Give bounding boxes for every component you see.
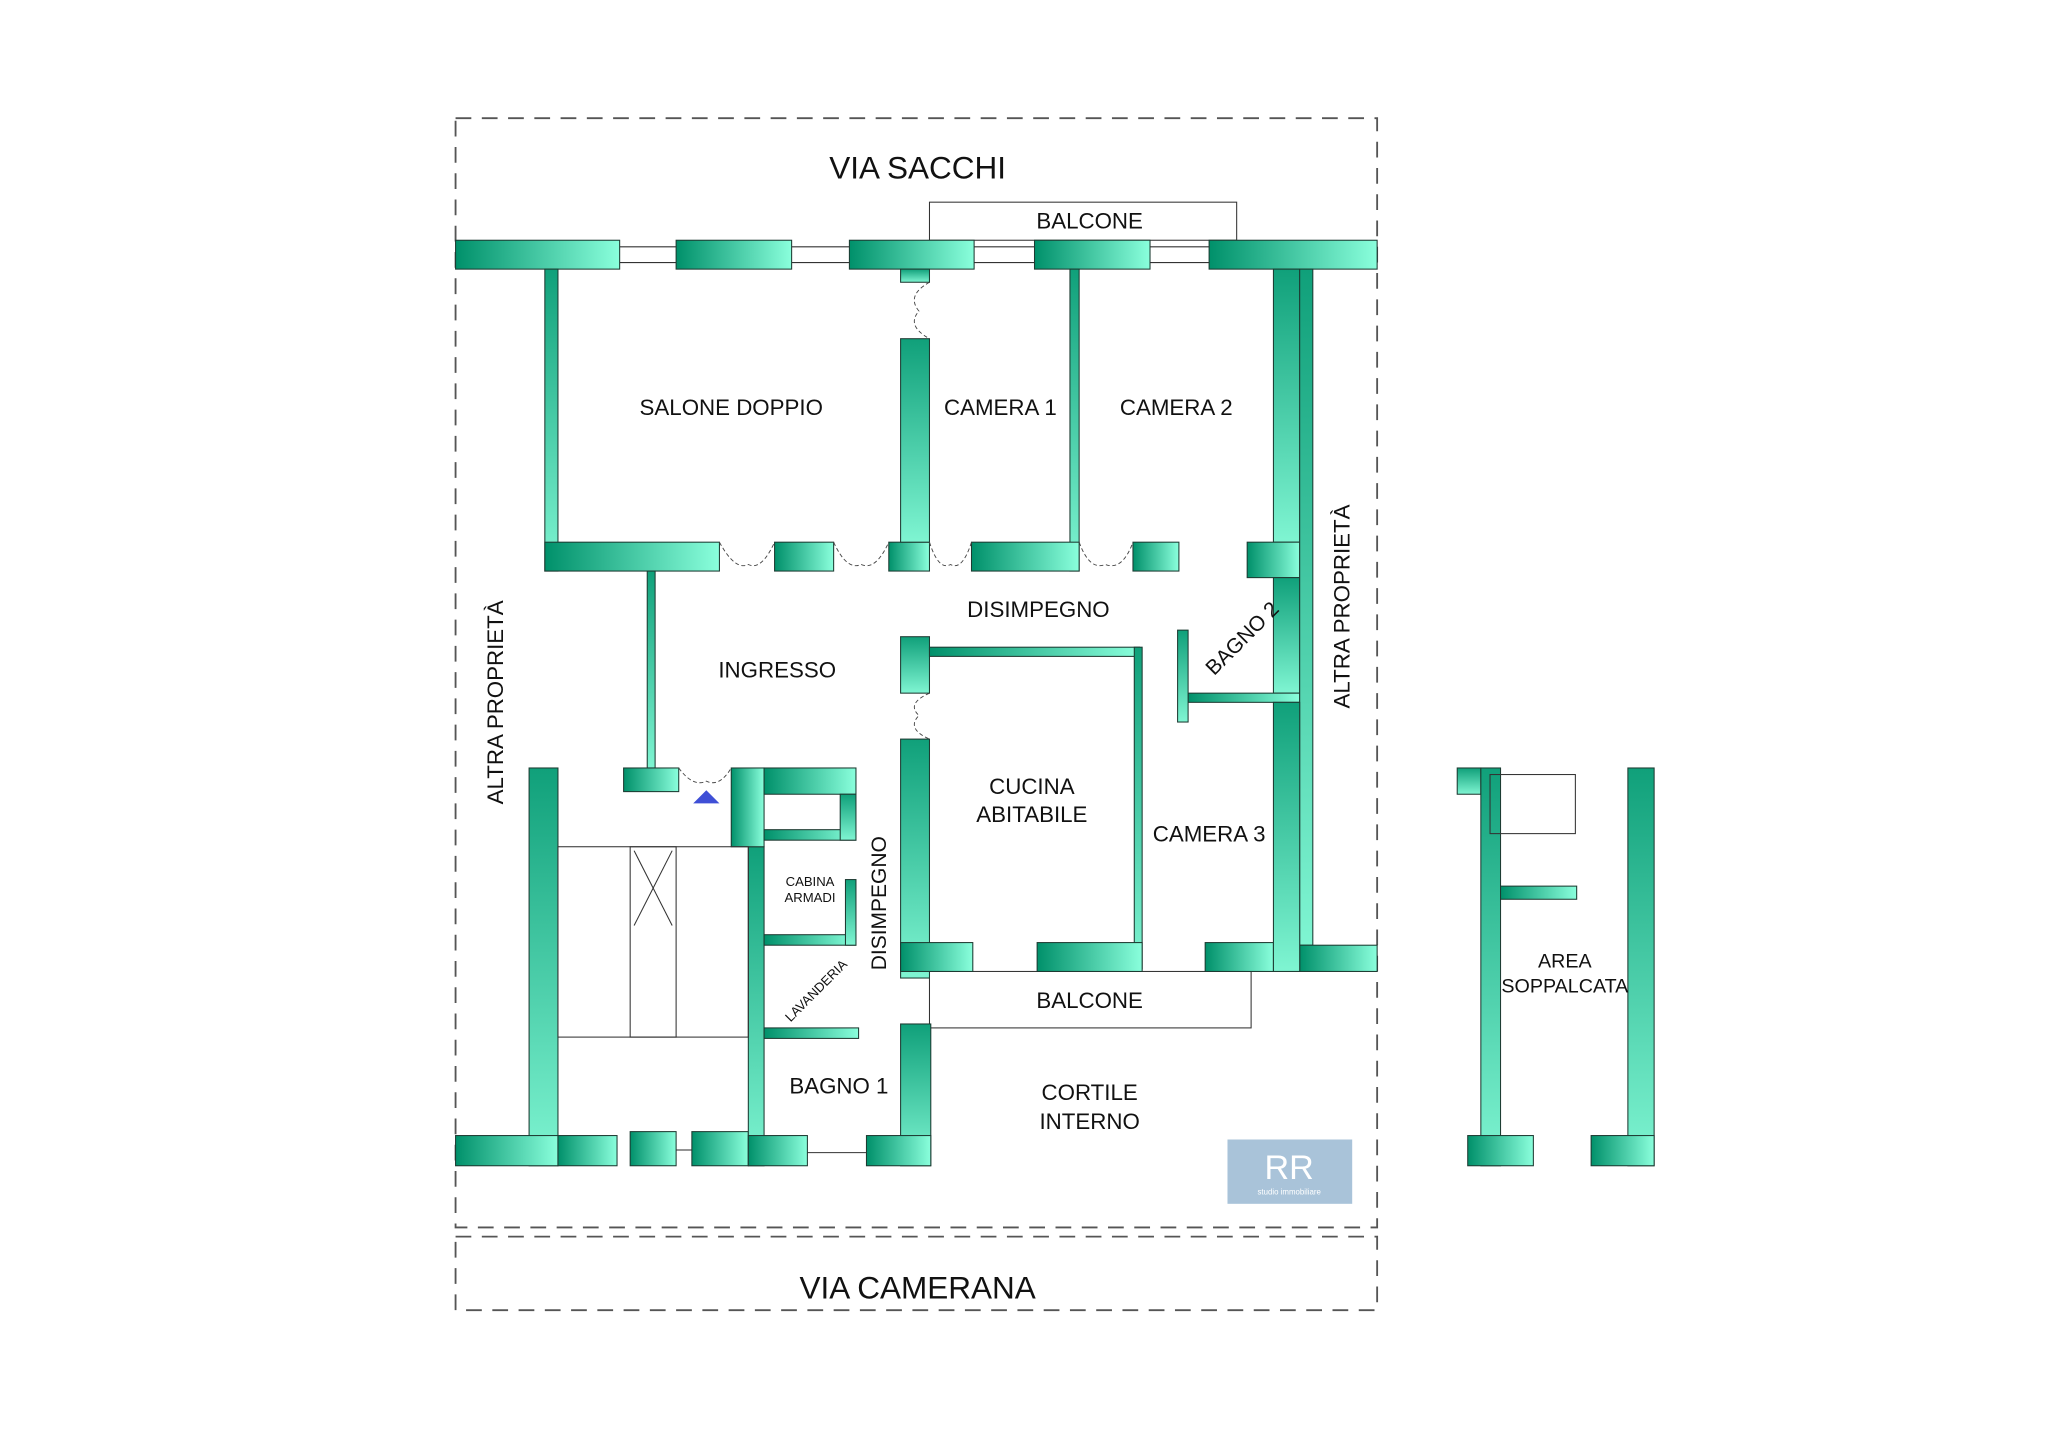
room-salone: SALONE DOPPIO bbox=[640, 395, 823, 420]
cortile-line2: INTERNO bbox=[1039, 1109, 1139, 1134]
room-disimpegno: DISIMPEGNO bbox=[967, 597, 1109, 622]
room-cucina-line2: ABITABILE bbox=[976, 802, 1087, 827]
cortile-line1: CORTILE bbox=[1042, 1080, 1138, 1105]
entrance-marker bbox=[693, 790, 720, 804]
room-cucina-line1: CUCINA bbox=[989, 774, 1075, 799]
logo: RR studio immobiliare bbox=[1227, 1139, 1353, 1204]
door-swings bbox=[678, 281, 1134, 784]
room-ingresso: INGRESSO bbox=[718, 657, 836, 682]
room-cabina-line2: ARMADI bbox=[785, 890, 836, 905]
svg-text:RR: RR bbox=[1265, 1149, 1314, 1187]
balcone-top-label: BALCONE bbox=[1036, 208, 1143, 233]
soppalco-line1: AREA bbox=[1538, 951, 1592, 973]
walls bbox=[455, 239, 1378, 1167]
room-lavanderia: LAVANDERIA bbox=[782, 956, 850, 1024]
room-camera1: CAMERA 1 bbox=[944, 395, 1057, 420]
room-cabina-line1: CABINA bbox=[786, 874, 835, 889]
room-camera3: CAMERA 3 bbox=[1153, 821, 1266, 846]
neighbor-right-label: ALTRA PROPRIETÀ bbox=[1330, 504, 1355, 708]
property-boundary bbox=[454, 117, 1379, 1229]
balcone-bottom-label: BALCONE bbox=[1036, 988, 1143, 1013]
street-top-label: VIA SACCHI bbox=[829, 150, 1006, 186]
svg-text:studio immobiliare: studio immobiliare bbox=[1258, 1188, 1322, 1197]
room-camera2: CAMERA 2 bbox=[1120, 395, 1233, 420]
annex-walls bbox=[1456, 767, 1655, 1167]
neighbor-left-label: ALTRA PROPRIETÀ bbox=[483, 600, 508, 804]
soppalco-line2: SOPPALCATA bbox=[1501, 975, 1629, 997]
staircase bbox=[557, 846, 749, 1038]
room-disimpegno-side: DISIMPEGNO bbox=[868, 836, 891, 970]
street-boundary bbox=[454, 1235, 1379, 1312]
street-bottom-label: VIA CAMERANA bbox=[800, 1269, 1036, 1305]
room-bagno2: BAGNO 2 bbox=[1201, 598, 1283, 680]
room-bagno1: BAGNO 1 bbox=[789, 1074, 888, 1099]
